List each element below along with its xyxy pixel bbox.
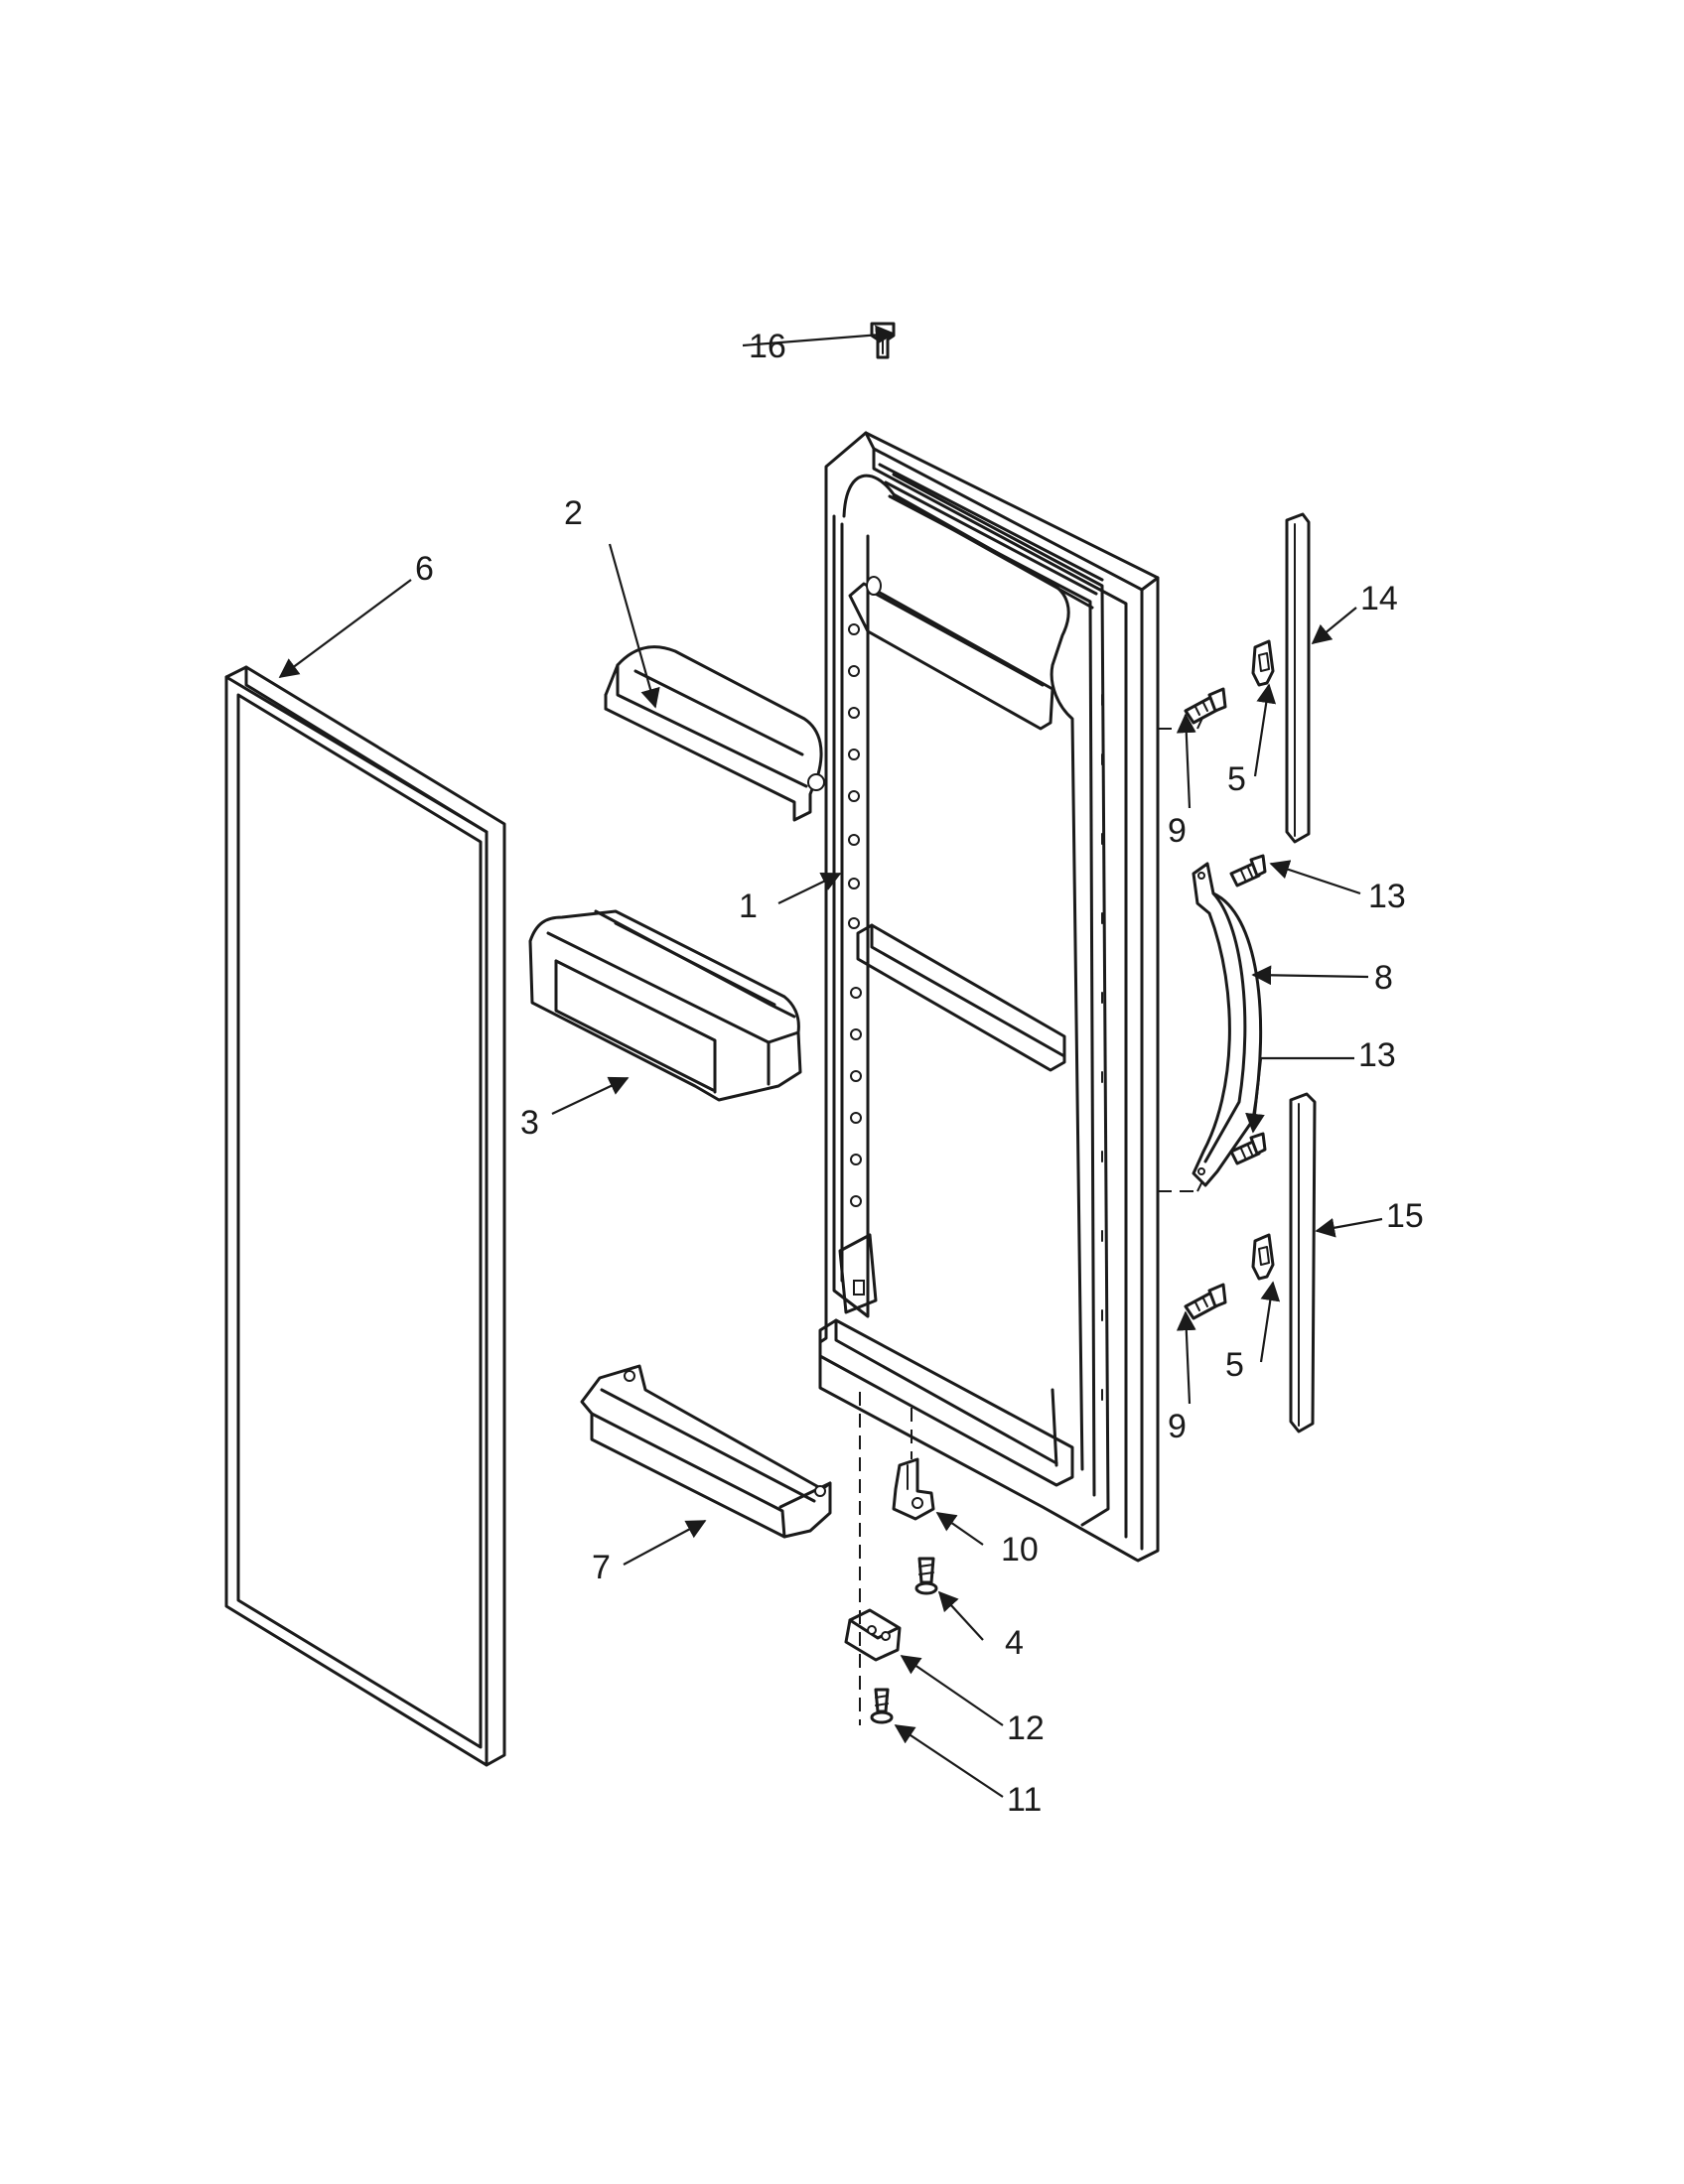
callout-13-lower: 13 (1358, 1036, 1396, 1074)
callout-2: 2 (564, 494, 583, 532)
handle-screw-lower-part (1184, 1283, 1227, 1320)
callout-4: 4 (1005, 1624, 1024, 1662)
trim-clip-upper-part (1251, 639, 1275, 687)
handle-mount-screw-upper-part (1229, 854, 1267, 887)
lower-handle-trim-part (1289, 1092, 1317, 1433)
hinge-bracket-part (892, 1457, 935, 1521)
trim-clip-lower-part (1251, 1233, 1275, 1281)
door-handle-part (1192, 862, 1263, 1187)
handle-screw-upper-part (1184, 687, 1227, 725)
callout-15: 15 (1386, 1197, 1424, 1235)
callout-6: 6 (415, 550, 434, 588)
callout-3: 3 (520, 1104, 539, 1142)
block-screw-part (870, 1688, 894, 1724)
dairy-door-part (604, 645, 825, 822)
callout-9-lower: 9 (1168, 1408, 1187, 1445)
callout-14: 14 (1360, 580, 1398, 617)
liner-holes (848, 623, 862, 1207)
door-rail-part (580, 1364, 832, 1539)
callout-5-upper: 5 (1227, 760, 1246, 798)
hinge-screw-part (914, 1557, 938, 1595)
callout-9-upper: 9 (1168, 812, 1187, 850)
hinge-block-part (844, 1608, 902, 1662)
callout-labels: 1 2 3 4 5 5 6 7 8 9 9 10 11 12 13 13 14 … (415, 328, 1424, 1819)
door-bin-part (528, 909, 802, 1102)
callout-10: 10 (1001, 1531, 1039, 1569)
callout-11: 11 (1007, 1781, 1042, 1819)
handle-guide-dash (1196, 702, 1210, 1192)
upper-handle-trim-part (1285, 512, 1311, 844)
leader-lines (278, 325, 1383, 1798)
callout-16: 16 (749, 328, 786, 365)
door-gasket-part (224, 665, 506, 1767)
callout-1: 1 (739, 887, 758, 925)
handle-mount-screw-lower-part (1229, 1132, 1267, 1165)
callout-8: 8 (1374, 959, 1393, 997)
door-plug-part (870, 322, 896, 359)
callout-13-upper: 13 (1368, 878, 1406, 915)
callout-7: 7 (592, 1549, 611, 1586)
callout-12: 12 (1007, 1709, 1045, 1747)
handle-guide-lines (1158, 728, 1197, 1192)
door-liner-part (818, 431, 1160, 1563)
callout-5-lower: 5 (1225, 1346, 1244, 1384)
